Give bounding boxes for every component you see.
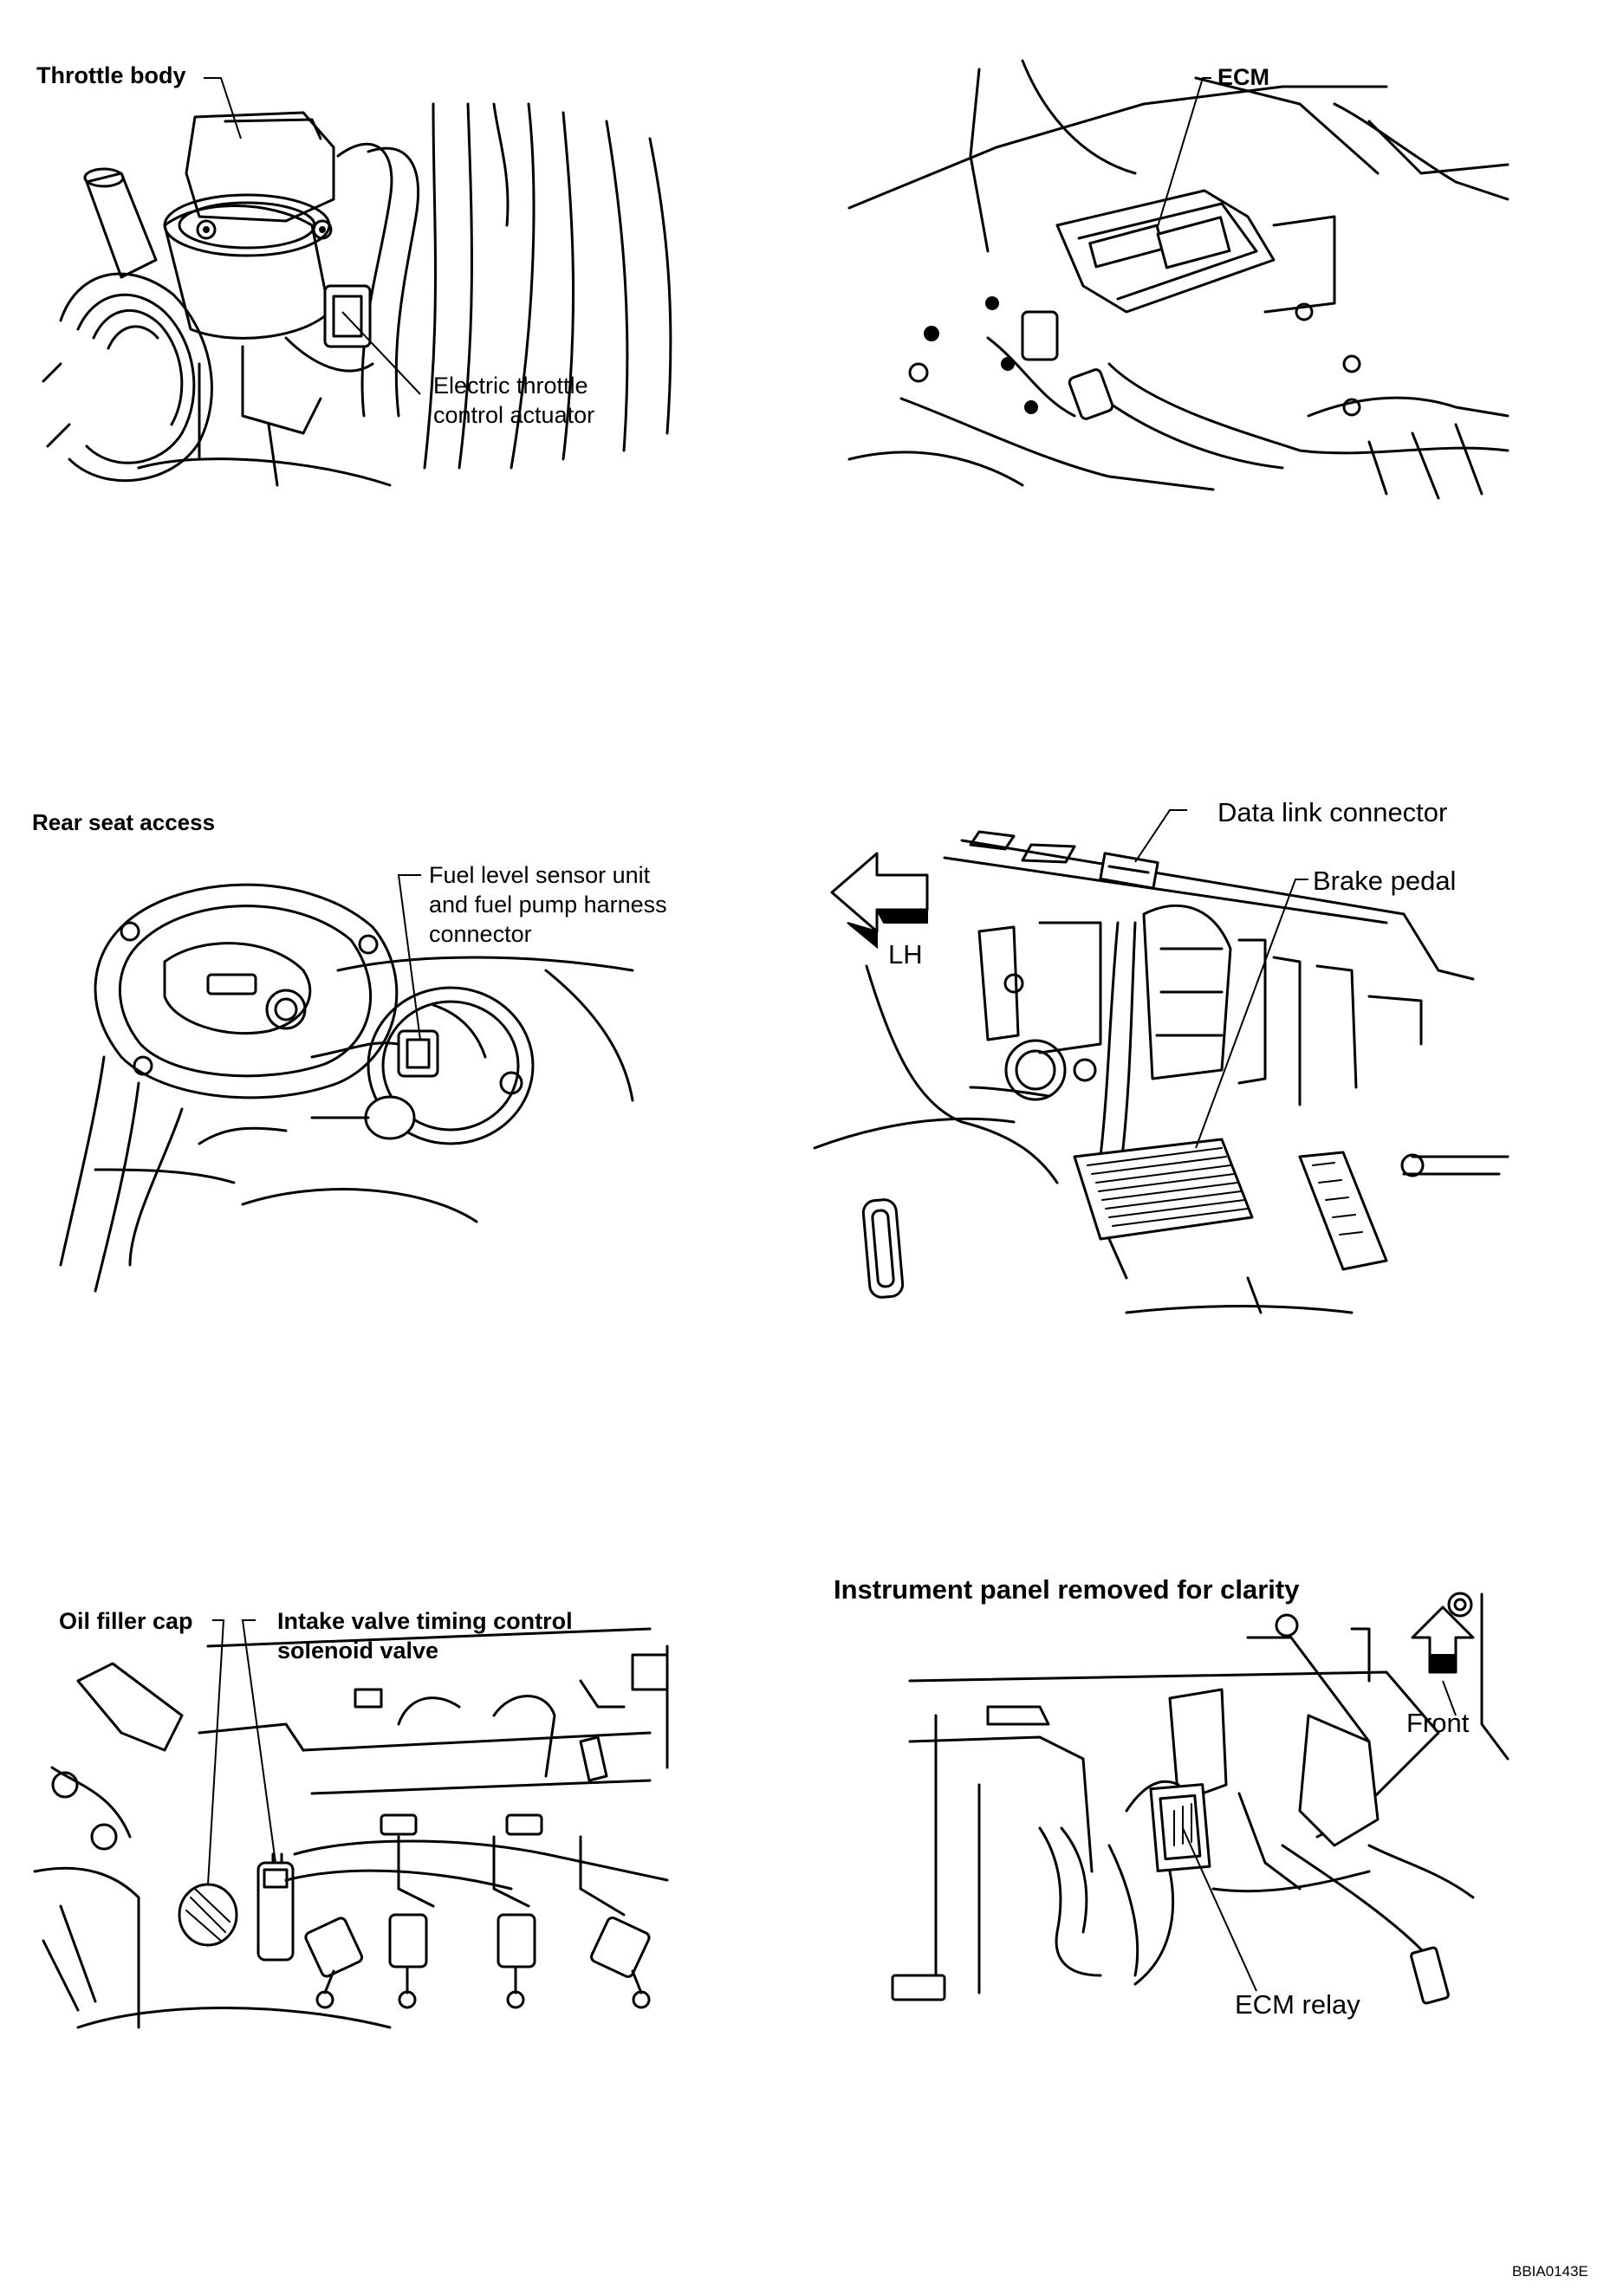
ecm-relay-label: ECM relay xyxy=(1235,1989,1360,2020)
ecm-illustration xyxy=(847,59,1509,500)
ecm-label: ECM xyxy=(1217,64,1269,90)
oil-filler-cap-label: Oil filler cap xyxy=(59,1608,193,1634)
intake-valve-timing-panel: Oil filler cap Intake valve timing contr… xyxy=(26,1594,685,2045)
ecm-relay-illustration xyxy=(891,1592,1509,2005)
electric-throttle-label-line1: Electric throttle xyxy=(433,373,588,399)
ivt-solenoid-label-line1: Intake valve timing control xyxy=(277,1608,573,1634)
electric-throttle-label-line2: control actuator xyxy=(433,402,595,428)
fuel-level-sensor-label-line1: Fuel level sensor unit xyxy=(429,862,651,888)
ivt-solenoid-label-line2: solenoid valve xyxy=(277,1638,439,1664)
fuel-pump-illustration xyxy=(59,874,634,1293)
throttle-body-panel: Throttle body Electric throttle control … xyxy=(26,52,685,503)
front-direction-label: Front xyxy=(1406,1708,1470,1738)
fuel-level-sensor-label-line3: connector xyxy=(429,921,532,947)
data-link-connector-label: Data link connector xyxy=(1217,797,1448,827)
throttle-body-label: Throttle body xyxy=(36,62,186,88)
lh-direction-label: LH xyxy=(888,939,923,970)
brake-pedal-illustration xyxy=(813,809,1509,1314)
ecm-panel: ECM xyxy=(847,52,1509,503)
throttle-body-illustration xyxy=(42,77,672,487)
fuel-level-sensor-panel: Fuel level sensor unit and fuel pump har… xyxy=(26,858,685,1308)
fuel-level-sensor-label-line2: and fuel pump harness xyxy=(429,892,667,918)
figure-code: BBIA0143E xyxy=(1512,2263,1588,2280)
brake-pedal-label: Brake pedal xyxy=(1313,866,1457,896)
instrument-panel-removed-header: Instrument panel removed for clarity xyxy=(834,1574,1300,1605)
ecm-relay-panel: Front ECM relay xyxy=(884,1586,1509,2036)
rear-seat-access-header: Rear seat access xyxy=(32,809,216,835)
engine-top-illustration xyxy=(33,1619,669,2029)
data-link-connector-panel: Data link connector Brake pedal LH xyxy=(813,793,1509,1330)
